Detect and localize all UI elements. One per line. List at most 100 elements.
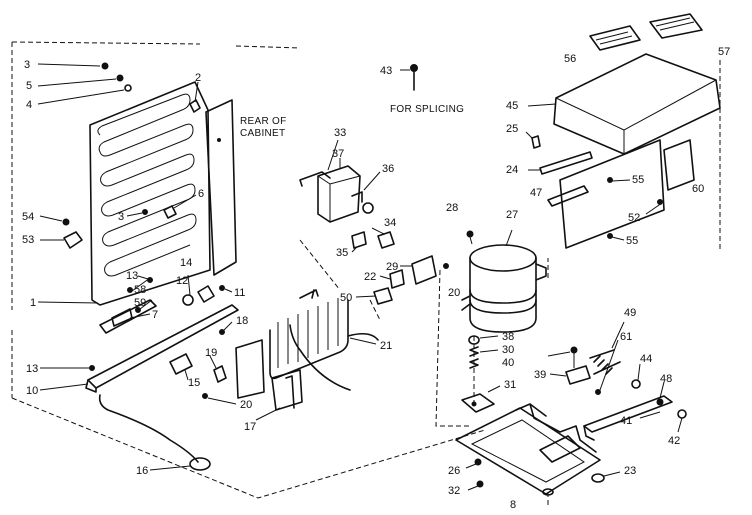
callout-26: 26 xyxy=(448,465,460,477)
drain-pan-45-icon xyxy=(527,13,721,155)
callout-58: 58 xyxy=(134,284,146,296)
callout-24: 24 xyxy=(506,164,518,176)
callout-labels: 3 5 4 2 6 3 54 53 1 13 58 59 7 14 11 12 … xyxy=(22,46,730,511)
callout-27: 27 xyxy=(506,209,518,221)
screw-5-icon xyxy=(37,74,124,87)
bolt-26-icon xyxy=(465,458,482,469)
clip-2-icon xyxy=(189,81,201,113)
callout-3: 3 xyxy=(24,59,30,71)
callout-55: 55 xyxy=(632,174,644,186)
power-cord-16-icon xyxy=(98,394,211,471)
callout-60: 60 xyxy=(692,183,704,195)
screw-25-icon xyxy=(525,131,541,149)
callout-53: 53 xyxy=(22,234,34,246)
callout-48: 48 xyxy=(660,373,672,385)
callout-31: 31 xyxy=(504,379,516,391)
screw-48-icon xyxy=(656,381,665,406)
callout-7: 7 xyxy=(152,309,158,321)
callout-36: 36 xyxy=(382,163,394,175)
callout-34: 34 xyxy=(384,217,396,229)
callout-8: 8 xyxy=(510,499,516,511)
callout-40: 40 xyxy=(502,357,514,369)
screw-28-icon xyxy=(466,230,474,245)
rear-of-cabinet-label-line2: CABINET xyxy=(240,128,285,139)
screw-3-icon xyxy=(37,62,109,70)
base-frame-23-icon xyxy=(455,403,621,496)
screw-61-icon xyxy=(595,339,619,395)
callout-57: 57 xyxy=(718,46,730,58)
callout-47: 47 xyxy=(530,187,542,199)
callout-45: 45 xyxy=(506,100,518,112)
relay-35-icon xyxy=(351,227,395,253)
callout-12: 12 xyxy=(176,275,188,287)
leader-1 xyxy=(37,301,99,304)
callout-50: 50 xyxy=(340,292,352,304)
control-box-33-icon xyxy=(299,139,381,223)
callout-3b: 3 xyxy=(118,211,124,223)
callout-23: 23 xyxy=(624,465,636,477)
callout-56: 56 xyxy=(564,53,576,65)
screw-3b-icon xyxy=(126,209,148,217)
overload-29-icon xyxy=(355,255,449,305)
washer-44-icon xyxy=(631,363,641,389)
callout-59: 59 xyxy=(134,297,146,309)
callout-6: 6 xyxy=(198,188,204,200)
callout-16: 16 xyxy=(136,465,148,477)
screw-13-icon xyxy=(137,275,153,283)
callout-61: 61 xyxy=(620,331,632,343)
thermostat-12-icon xyxy=(182,274,233,306)
callout-41: 41 xyxy=(620,415,632,427)
splice-connector-43-icon xyxy=(400,64,418,91)
panel-hole xyxy=(217,138,222,142)
callout-13b: 13 xyxy=(26,363,38,375)
callout-2: 2 xyxy=(195,72,201,84)
callout-14: 14 xyxy=(180,257,192,269)
bracket-39-icon xyxy=(549,365,591,385)
callout-21: 21 xyxy=(380,340,392,352)
spring-30-icon xyxy=(469,346,499,369)
callout-22: 22 xyxy=(364,271,376,283)
callout-44: 44 xyxy=(640,353,652,365)
callout-19: 19 xyxy=(205,347,217,359)
callout-15: 15 xyxy=(188,377,200,389)
spring-49-icon xyxy=(589,321,625,375)
screw-32-icon xyxy=(467,480,484,491)
callout-5: 5 xyxy=(26,80,32,92)
callout-25: 25 xyxy=(506,123,518,135)
bolt-40-icon xyxy=(547,346,578,368)
screw-13b-icon xyxy=(40,365,95,371)
bracket-19-icon xyxy=(209,355,227,383)
callout-11: 11 xyxy=(234,287,245,299)
rail-41-icon xyxy=(583,395,673,441)
bracket-53-icon xyxy=(39,215,83,249)
callout-32: 32 xyxy=(448,485,460,497)
callout-13: 13 xyxy=(126,270,138,282)
outer-dashed-enclosure xyxy=(11,41,721,499)
grommet-38-icon xyxy=(468,335,499,345)
for-splicing-label: FOR SPLICING xyxy=(390,104,464,115)
callout-20: 20 xyxy=(240,399,252,411)
callout-30: 30 xyxy=(502,344,514,356)
mount-dashed-line xyxy=(435,269,475,427)
condenser-21-icon xyxy=(269,289,379,391)
rear-of-cabinet-label-line1: REAR OF xyxy=(240,116,287,127)
callout-10: 10 xyxy=(26,385,38,397)
rail-10 xyxy=(39,304,239,393)
bracket-31-icon xyxy=(461,385,501,413)
bracket-24-icon xyxy=(528,151,593,175)
bracket-7-icon xyxy=(99,277,157,334)
washer-4-icon xyxy=(37,84,132,105)
nut-42-icon xyxy=(677,409,687,433)
callout-18: 18 xyxy=(236,315,248,327)
sleeve-15-icon xyxy=(169,353,193,381)
callout-39: 39 xyxy=(534,369,546,381)
callout-20b: 20 xyxy=(448,287,460,299)
cover-17-icon xyxy=(235,339,303,421)
callout-4: 4 xyxy=(26,99,32,111)
wire-dashed-center xyxy=(299,239,381,321)
screw-18-icon xyxy=(219,321,233,335)
callout-28: 28 xyxy=(446,202,458,214)
callout-38: 38 xyxy=(502,331,514,343)
